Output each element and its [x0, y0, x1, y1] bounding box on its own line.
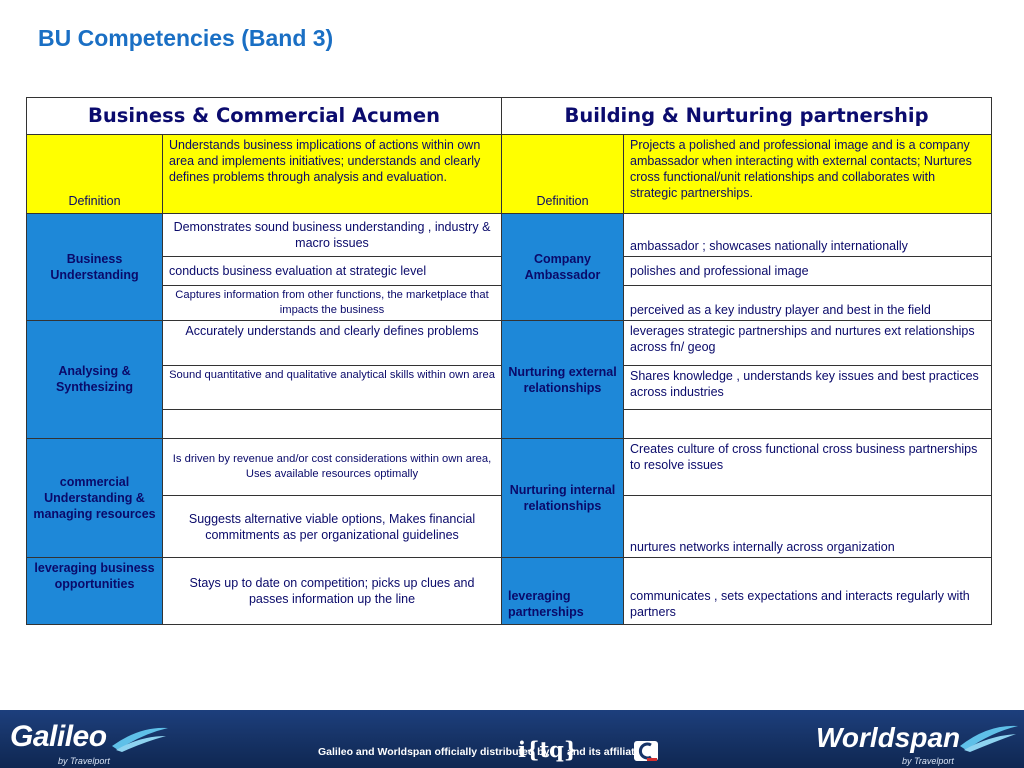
- category-business-understanding: Business Understanding: [26, 213, 163, 321]
- galileo-logo: Galileo: [10, 720, 107, 753]
- footer-banner: Galileo by Travelport Galileo and Worlds…: [0, 710, 1024, 768]
- header-business-commercial-acumen: Business & Commercial Acumen: [26, 97, 502, 135]
- right-cell: leverages strategic partnerships and nur…: [622, 320, 993, 366]
- category-nurturing-external-relationships: Nurturing external relationships: [501, 320, 624, 439]
- competency-table: Business & Commercial Acumen Building & …: [26, 97, 993, 625]
- right-cell: perceived as a key industry player and b…: [622, 285, 993, 321]
- left-cell: Sound quantitative and qualitative analy…: [162, 365, 502, 410]
- worldspan-swoosh-icon: [960, 725, 1018, 752]
- right-cell: polishes and professional image: [622, 256, 993, 286]
- left-cell: Is driven by revenue and/or cost conside…: [162, 438, 502, 496]
- right-cell-empty: [622, 409, 993, 439]
- category-company-ambassador: Company Ambassador: [501, 213, 624, 321]
- worldspan-logo: Worldspan: [816, 722, 961, 753]
- left-cell: conducts business evaluation at strategi…: [162, 256, 502, 286]
- slide-title: BU Competencies (Band 3): [38, 25, 334, 51]
- definition-label-left: Definition: [26, 134, 163, 214]
- distribution-note: Galileo and Worldspan officially distrib…: [318, 746, 550, 758]
- left-cell: Stays up to date on competition; picks u…: [162, 557, 502, 625]
- right-cell: communicates , sets expectations and int…: [622, 557, 993, 625]
- definition-text-left: Understands business implications of act…: [162, 134, 502, 214]
- left-cell: Captures information from other function…: [162, 285, 502, 321]
- category-leveraging-partnerships: leveraging partnerships: [501, 557, 624, 625]
- definition-text-right: Projects a polished and professional ima…: [622, 134, 993, 214]
- galileo-swoosh-icon: [112, 727, 168, 752]
- right-cell: ambassador ; showcases nationally intern…: [622, 213, 993, 257]
- galileo-logo-sub: by Travelport: [58, 756, 110, 766]
- worldspan-logo-sub: by Travelport: [902, 756, 954, 766]
- right-cell: nurtures networks internally across orga…: [622, 495, 993, 558]
- category-analysing-synthesizing: Analysing & Synthesizing: [26, 320, 163, 439]
- category-leveraging-business-opportunities: leveraging business opportunities: [26, 557, 163, 625]
- definition-label-right: Definition: [501, 134, 624, 214]
- left-cell-empty: [162, 409, 502, 439]
- left-cell: Demonstrates sound business understandin…: [162, 213, 502, 257]
- category-commercial-understanding: commercial Understanding & managing reso…: [26, 438, 163, 558]
- right-cell: Shares knowledge , understands key issue…: [622, 365, 993, 410]
- header-building-nurturing-partnership: Building & Nurturing partnership: [500, 97, 993, 135]
- right-cell: Creates culture of cross functional cros…: [622, 438, 993, 496]
- category-nurturing-internal-relationships: Nurturing internal relationships: [501, 438, 624, 558]
- affiliate-logo-icon: [634, 741, 658, 761]
- left-cell: Suggests alternative viable options, Mak…: [162, 495, 502, 558]
- itq-logo: i{tq}: [518, 737, 578, 762]
- affiliate-note: and its affiliate: [567, 746, 641, 758]
- left-cell: Accurately understands and clearly defin…: [162, 320, 502, 366]
